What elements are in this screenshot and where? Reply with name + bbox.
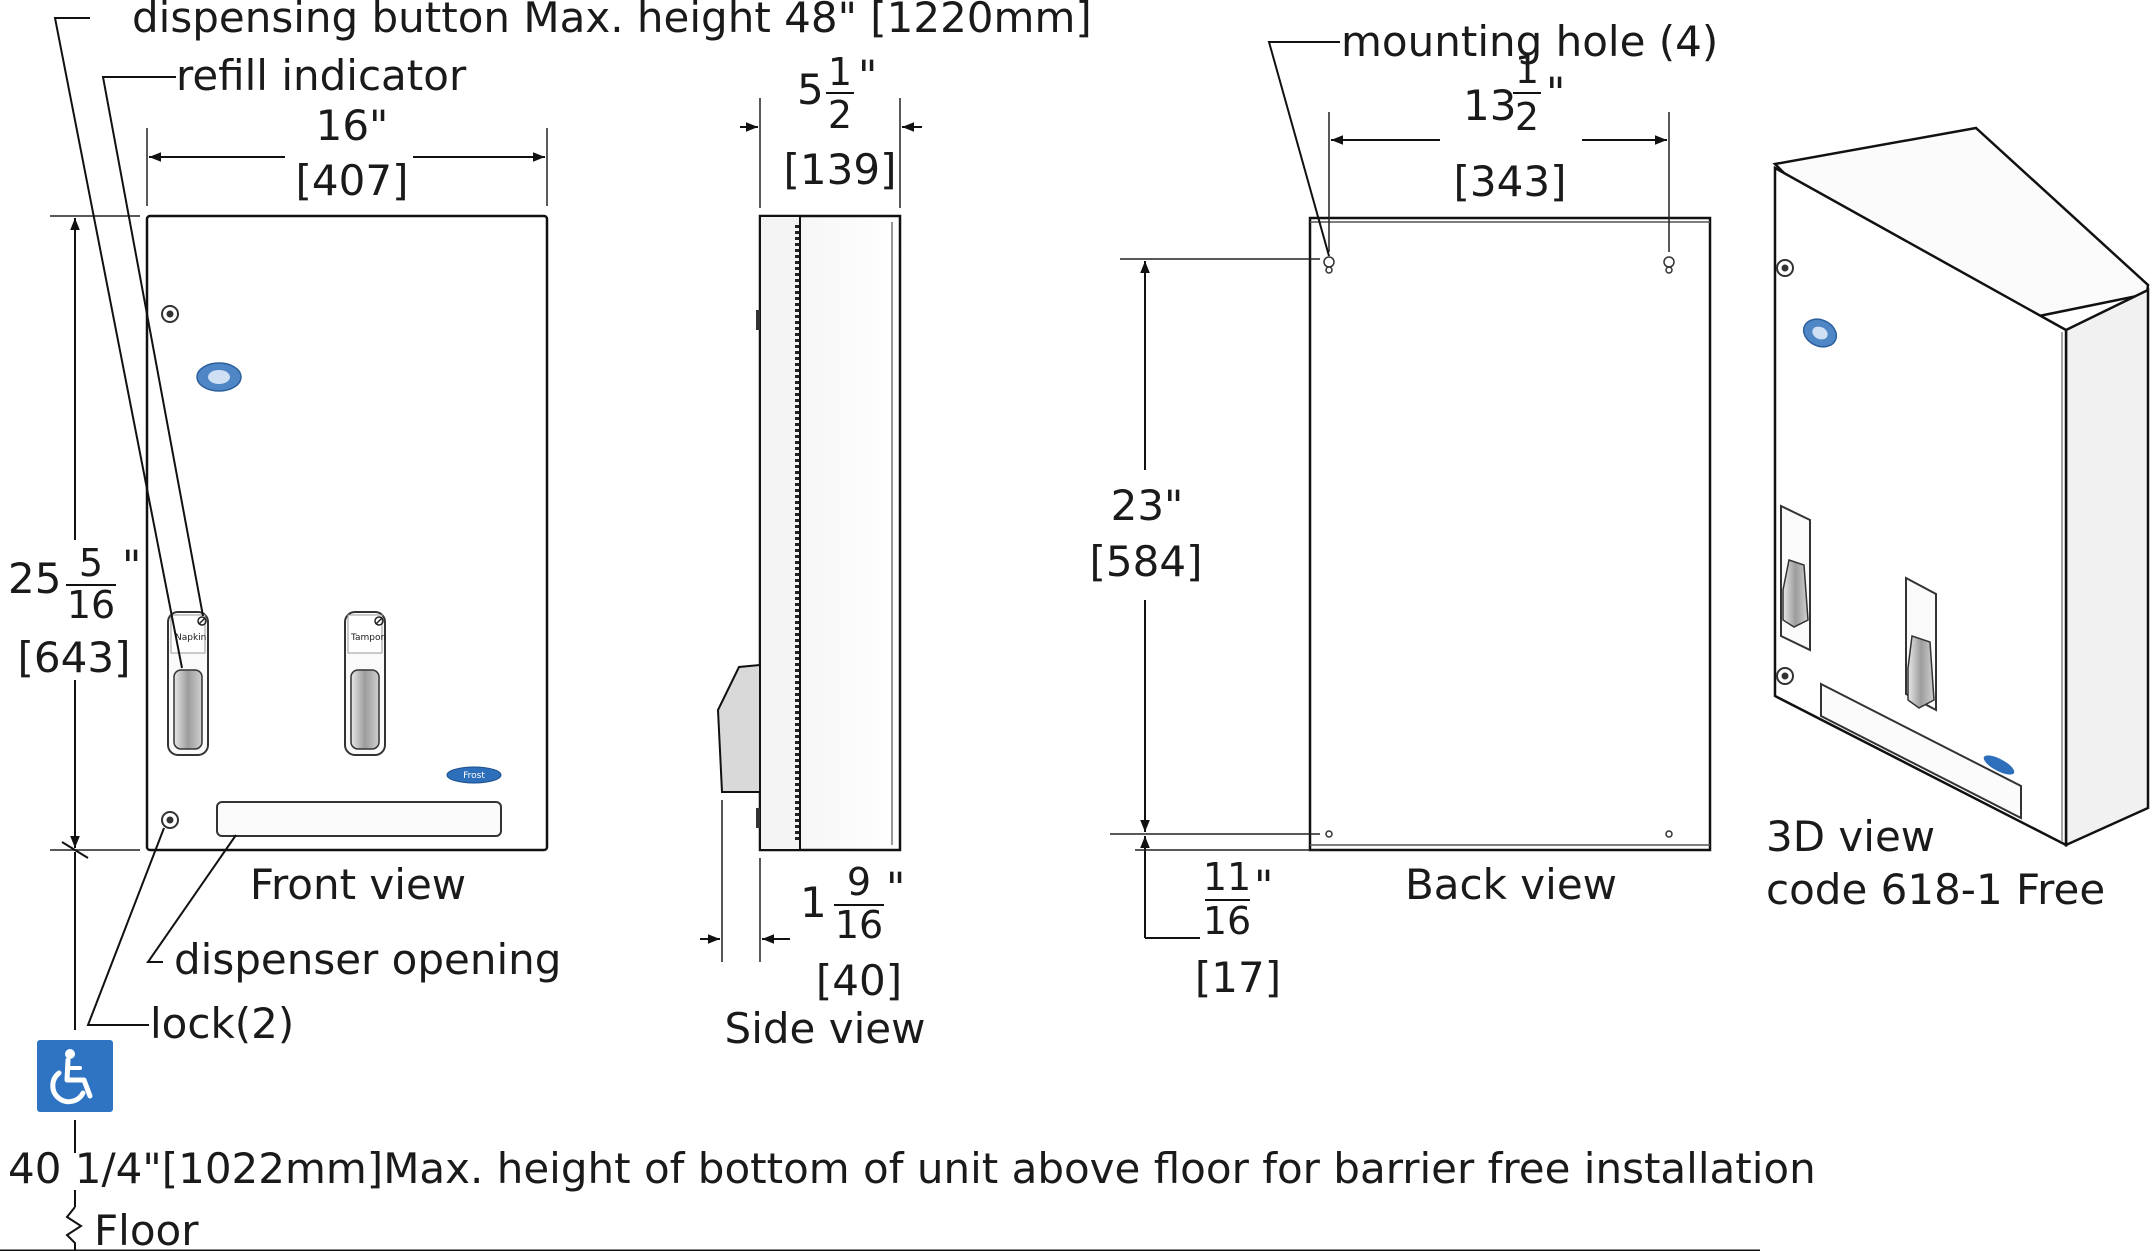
refill-indicator-icon: [197, 616, 207, 626]
keyhole-icon: [1663, 256, 1675, 274]
height-unit: ": [122, 541, 141, 590]
wheelchair-accessibility-icon: [37, 1040, 113, 1112]
keyhole-icon: [1323, 256, 1335, 274]
mounting-hole-leader: [1267, 41, 1340, 257]
back-panel: [1308, 216, 1712, 852]
3d-view: 3D view code 618-1 Free: [1766, 126, 2150, 914]
button-depth-denominator: 16: [835, 903, 883, 947]
button-depth-whole: 1: [800, 878, 827, 927]
depth-mm: [139]: [784, 145, 897, 194]
back-view: Back view: [1308, 216, 1712, 909]
height-dimension: 25 5 16 " [643]: [8, 215, 141, 1030]
dispensing-button[interactable]: [173, 669, 203, 750]
button-depth-mm: [40]: [816, 956, 902, 1005]
lock-label: lock(2): [150, 999, 294, 1048]
break-symbol: [65, 1206, 83, 1251]
hole-spacing-denominator: 2: [1515, 95, 1539, 139]
lock-icon: [1776, 667, 1794, 685]
3d-frost-badge: [1983, 755, 2015, 775]
height-numerator: 5: [79, 541, 103, 585]
hole-spacing-dimension: 13 1 2 " [343]: [1328, 48, 1670, 252]
frost-logo-icon: [196, 362, 242, 392]
side-view-title: Side view: [725, 1004, 926, 1053]
mounting-hole-label: mounting hole (4): [1341, 17, 1718, 66]
floor-label: Floor: [94, 1206, 199, 1251]
mounting-hole: [1665, 830, 1673, 838]
3d-side-face: [2064, 287, 2150, 847]
dispensing-button-label: dispensing button Max. height 48" [1220m…: [132, 0, 1092, 42]
3d-napkin-button[interactable]: [1782, 559, 1809, 628]
height-denominator: 16: [67, 583, 115, 627]
lock-icon: [161, 305, 179, 323]
button-depth-unit: ": [886, 863, 905, 912]
frost-logo-icon: [1802, 318, 1838, 348]
frost-badge-label: Frost: [463, 771, 485, 781]
side-back-frame: [759, 215, 801, 851]
hole-vertical-inch: 23": [1111, 481, 1184, 530]
hole-spacing-numerator: 1: [1515, 48, 1539, 92]
dispenser-opening: [216, 801, 502, 837]
3d-view-title: 3D view: [1766, 812, 1935, 861]
hole-spacing-mm: [343]: [1454, 157, 1567, 206]
barrier-free-label: 40 1/4"[1022mm]Max. height of bottom of …: [8, 1144, 1816, 1193]
hole-vertical-dimension: 23" [584]: [1090, 258, 1320, 939]
napkin-dispensing-module: Napkin: [167, 611, 209, 756]
button-depth-dimension: 1 9 16 " [40]: [700, 800, 905, 1005]
hole-spacing-whole: 13: [1463, 81, 1516, 130]
frost-badge: Frost: [446, 766, 502, 784]
napkin-label: Napkin: [175, 633, 206, 643]
hole-offset-dimension: 11 16 " [17]: [1195, 855, 1281, 1002]
3d-front-face: [1773, 165, 2068, 848]
hole-offset-unit: ": [1254, 861, 1273, 910]
dispenser-opening-label: dispenser opening: [174, 935, 561, 984]
depth-denominator: 2: [828, 93, 852, 137]
depth-unit: ": [858, 51, 877, 100]
width-dimension: 16" [407]: [146, 101, 548, 206]
hole-vertical-mm: [584]: [1090, 537, 1203, 586]
depth-dimension: 5 1 2 " [139]: [740, 50, 922, 208]
depth-whole: 5: [797, 65, 824, 114]
back-view-title: Back view: [1405, 860, 1617, 909]
button-depth-numerator: 9: [847, 860, 871, 904]
3d-view-code: code 618-1 Free: [1766, 865, 2105, 914]
height-mm: [643]: [18, 633, 131, 682]
front-view-title: Front view: [250, 860, 466, 909]
refill-indicator-label: refill indicator: [176, 51, 467, 100]
height-whole: 25: [8, 554, 61, 603]
width-mm: [407]: [296, 156, 409, 205]
mounting-hole: [1325, 830, 1333, 838]
refill-indicator-icon: [374, 616, 384, 626]
front-view: Napkin Tampon Frost Front view: [145, 214, 549, 909]
tampon-label: Tampon: [350, 633, 386, 643]
lock-icon: [1776, 259, 1794, 277]
hole-offset-numerator: 11: [1203, 855, 1251, 899]
hole-spacing-unit: ": [1546, 68, 1565, 117]
side-dispensing-button[interactable]: [716, 663, 761, 793]
front-panel: [145, 214, 549, 852]
tampon-dispensing-module: Tampon: [344, 611, 386, 756]
width-inch: 16": [316, 101, 389, 150]
dispensing-button[interactable]: [350, 669, 380, 750]
lock-icon: [161, 811, 179, 829]
hole-offset-mm: [17]: [1195, 953, 1281, 1002]
hole-offset-denominator: 16: [1203, 899, 1251, 943]
depth-numerator: 1: [828, 50, 852, 94]
leader-lines: [53, 17, 237, 1026]
side-view: Side view: [716, 214, 926, 1053]
3d-dispenser-opening: [1820, 682, 2022, 820]
3d-tampon-button[interactable]: [1907, 634, 1935, 709]
